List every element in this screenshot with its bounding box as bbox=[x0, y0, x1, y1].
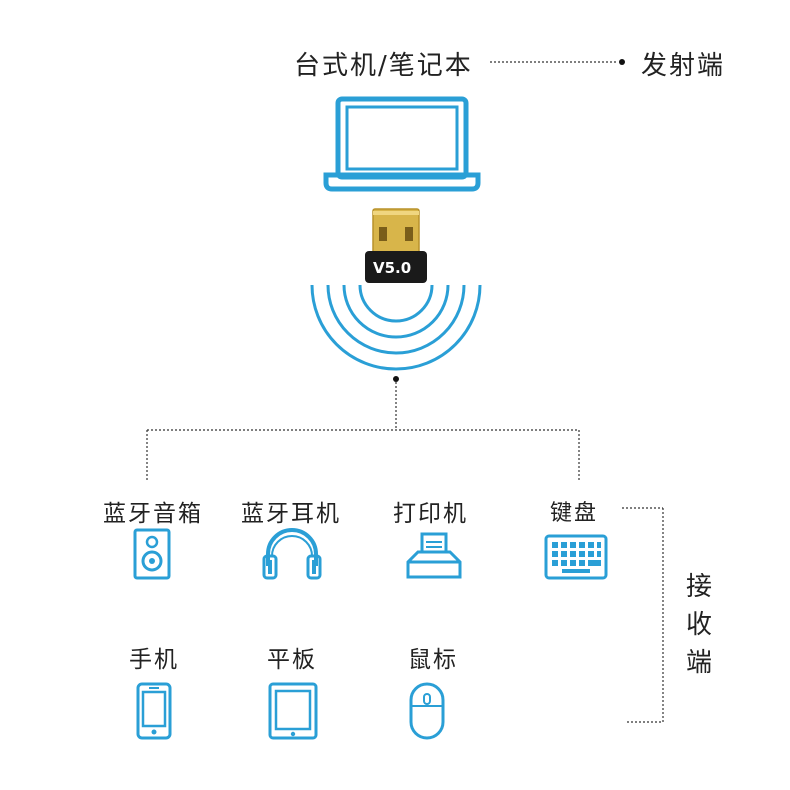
source-device-label: 台式机/笔记本 bbox=[294, 51, 473, 81]
mouse-icon bbox=[409, 682, 445, 740]
signal-origin-dot bbox=[393, 376, 399, 382]
laptop-icon bbox=[323, 96, 481, 192]
device-label-speaker: 蓝牙音箱 bbox=[103, 501, 203, 527]
device-label-headphones: 蓝牙耳机 bbox=[241, 501, 341, 527]
receiver-label-char-2: 收 bbox=[685, 610, 712, 640]
transmitter-dot bbox=[619, 59, 625, 65]
dongle-version-label: V5.0 bbox=[373, 259, 412, 277]
receiver-label-char-1: 接 bbox=[685, 572, 712, 602]
device-label-mouse: 鼠标 bbox=[408, 647, 458, 673]
device-label-keyboard: 键盘 bbox=[550, 501, 599, 526]
wireless-signal-icon bbox=[310, 284, 482, 371]
device-label-tablet: 平板 bbox=[267, 647, 317, 673]
speaker-icon bbox=[133, 528, 171, 580]
bluetooth-dongle-icon bbox=[365, 208, 427, 283]
tablet-icon bbox=[268, 682, 318, 740]
printer-icon bbox=[406, 532, 462, 579]
keyboard-icon bbox=[544, 534, 608, 580]
headphones-icon bbox=[262, 528, 322, 580]
transmitter-label: 发射端 bbox=[641, 51, 726, 81]
device-label-printer: 打印机 bbox=[393, 501, 468, 527]
device-label-phone: 手机 bbox=[129, 647, 179, 673]
phone-icon bbox=[136, 682, 172, 740]
receiver-label-char-3: 端 bbox=[685, 648, 712, 678]
receiver-label: 接 收 端 bbox=[684, 568, 714, 682]
